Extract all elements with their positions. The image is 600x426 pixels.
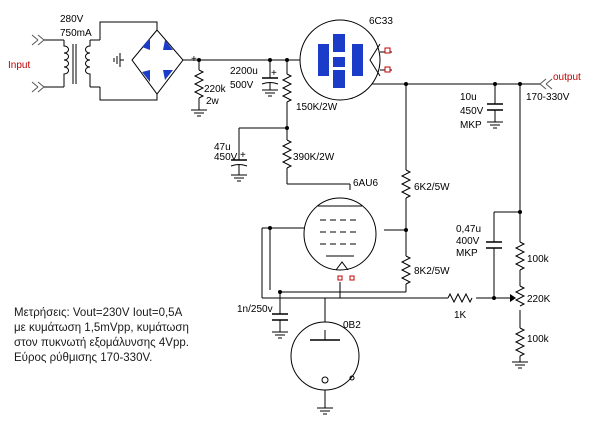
tube-6c33 — [299, 19, 392, 101]
r-6k2-label: 6K2/5W — [414, 182, 450, 193]
r-bleeder-watt: 2w — [206, 96, 220, 107]
tube-0b2 — [290, 321, 360, 391]
pot-wiper-arrow — [510, 294, 516, 302]
svg-text:+: + — [191, 54, 197, 65]
c-filter-value: 2200u — [230, 66, 258, 77]
measurement-notes: Μετρήσεις: Vout=230V Iout=0,5A με κυμάτω… — [14, 306, 264, 366]
junction-dots — [197, 58, 522, 300]
c-047-voltage: 400V — [456, 236, 480, 247]
tube-6au6-label: 6AU6 — [353, 178, 378, 189]
note-line: στον πυκνωτή εξομάλυνσης 4Vpp. — [14, 337, 189, 349]
transformer-current: 750mA — [60, 28, 92, 39]
bridge-diodes — [142, 38, 173, 82]
tube-6au6 — [303, 197, 377, 281]
c-047-value: 0,47u — [456, 224, 481, 235]
note-line: Εύρος ρύθμισης 170-330V. — [14, 352, 153, 364]
c-47u-value: 47u — [214, 142, 231, 153]
svg-text:+: + — [271, 68, 277, 79]
note-line: με κυμάτωση 1,5mVpp, κυμάτωση — [14, 322, 189, 334]
c-1n-label: 1n/250v — [237, 304, 273, 315]
ground-symbols — [191, 89, 528, 415]
tube-6c33-label: 6C33 — [369, 16, 393, 27]
r-1k-label: 1K — [454, 310, 467, 321]
note-line: Μετρήσεις: Vout=230V Iout=0,5A — [14, 307, 183, 319]
transformer — [63, 39, 100, 88]
svg-text:+: + — [240, 150, 246, 161]
r-bleeder-value: 220k — [204, 84, 227, 95]
c-out-type: MKP — [460, 120, 482, 131]
input-terminal — [31, 34, 64, 93]
c-filter-voltage: 500V — [230, 80, 254, 91]
r-8k2-label: 8K2/5W — [414, 266, 450, 277]
pot-label: 220K — [527, 294, 551, 305]
c-out-voltage: 450V — [460, 106, 484, 117]
output-range: 170-330V — [526, 92, 570, 103]
c-47u-voltage: 450V — [214, 152, 238, 163]
r-390k-label: 390K/2W — [293, 152, 335, 163]
c-out-value: 10u — [460, 92, 477, 103]
ground-symbol — [113, 53, 124, 67]
input-label: Input — [8, 60, 30, 71]
r-150k-label: 150K/2W — [296, 102, 338, 113]
bridge-rectifier — [131, 29, 184, 95]
r-100k-top-label: 100k — [527, 254, 550, 265]
c-047-type: MKP — [456, 248, 478, 259]
output-label: output — [553, 72, 581, 83]
tube-0b2-label: 0B2 — [343, 320, 361, 331]
transformer-voltage: 280V — [60, 14, 84, 25]
r-100k-bottom-label: 100k — [527, 334, 550, 345]
